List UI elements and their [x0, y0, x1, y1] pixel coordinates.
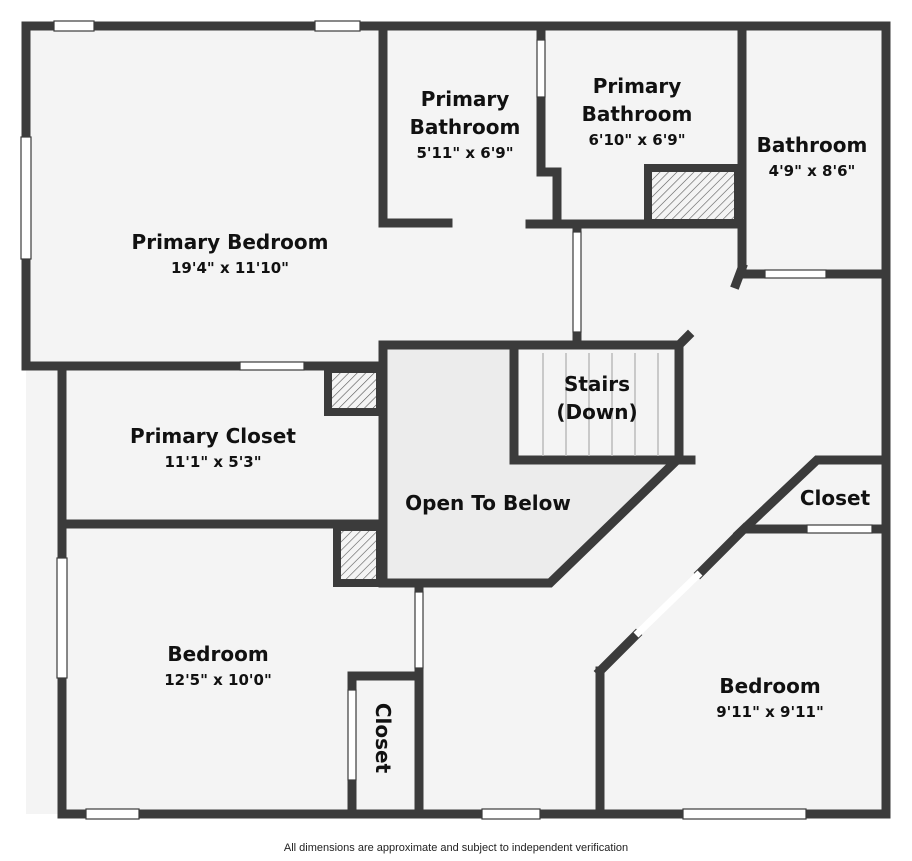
closet-right-name: Closet	[800, 486, 871, 510]
bathroom-dims: 4'9" x 8'6"	[769, 162, 856, 180]
primary-bedroom-name: Primary Bedroom	[132, 230, 329, 254]
primary-bath-1-name-line1: Primary	[421, 87, 510, 111]
hatched-chase-bedroom	[333, 523, 384, 587]
hatched-chase-primary-closet	[324, 365, 384, 416]
stairs-name-line2: (Down)	[556, 400, 637, 424]
door-opening-diagonal	[633, 570, 703, 638]
open-to-below-area	[383, 349, 675, 583]
windows	[20, 20, 873, 820]
primary-bath-1-name-line2: Bathroom	[410, 115, 521, 139]
bedroom-right-dims: 9'11" x 9'11"	[716, 703, 824, 721]
disclaimer-text: All dimensions are approximate and subje…	[283, 842, 629, 854]
open-to-below-name: Open To Below	[405, 491, 571, 515]
primary-closet-dims: 11'1" x 5'3"	[164, 453, 261, 471]
primary-bath-2-dims: 6'10" x 6'9"	[588, 131, 685, 149]
closet-left-name: Closet	[371, 703, 395, 774]
bathroom-name: Bathroom	[757, 133, 868, 157]
primary-bath-2-name-line2: Bathroom	[582, 102, 693, 126]
primary-bath-1-dims: 5'11" x 6'9"	[416, 144, 513, 162]
bedroom-right-name: Bedroom	[719, 674, 820, 698]
hatched-chase-bath	[644, 164, 742, 227]
primary-closet-name: Primary Closet	[130, 424, 296, 448]
walls	[21, 21, 891, 819]
bedroom-left-dims: 12'5" x 10'0"	[164, 671, 272, 689]
primary-bath-2-name-line1: Primary	[593, 74, 682, 98]
primary-bedroom-dims: 19'4" x 11'10"	[171, 259, 289, 277]
bedroom-left-name: Bedroom	[167, 642, 268, 666]
stairs-name-line1: Stairs	[564, 372, 630, 396]
stair-treads	[542, 353, 659, 456]
